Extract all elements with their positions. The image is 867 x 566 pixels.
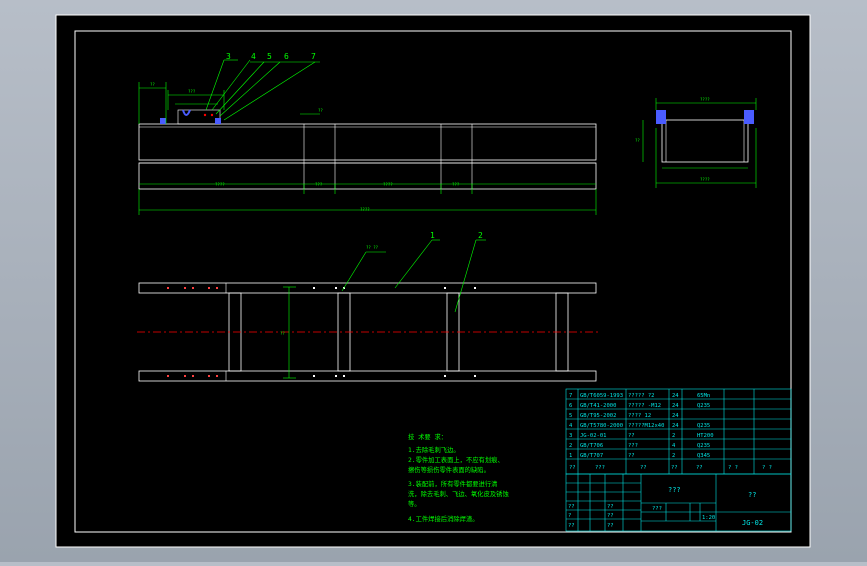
dim-text: ???? — [700, 97, 710, 102]
front-view: ?? ?? ?? 1 2 — [137, 231, 600, 382]
bom-cell: 2 — [672, 433, 675, 439]
bom-header: ? ? — [762, 465, 772, 471]
dim-text: ??? — [315, 182, 323, 187]
balloon-label: 6 — [284, 52, 289, 61]
bom-cell: ?? — [628, 433, 635, 439]
unit-text: ?? — [748, 491, 756, 499]
dim-text: ??? — [452, 182, 460, 187]
bom-cell: Q235 — [697, 403, 710, 409]
leader-note: ?? ?? — [366, 245, 379, 250]
title-label: ?? — [607, 523, 614, 529]
bom-cell: ??? — [628, 443, 638, 449]
title-label: ?? — [607, 504, 614, 510]
bom-cell: GB/T6059-1993 — [580, 393, 623, 399]
dim-text: ?? — [318, 108, 323, 113]
top-view: ?? ??? ?? ???? ??? ???? ??? ???? 3 4 5 6… — [138, 52, 597, 215]
bom-cell: ????? ?2 — [628, 393, 655, 399]
title-text: ??? — [668, 486, 681, 494]
bolt-icon — [160, 118, 166, 124]
drawing-number: JG-02 — [742, 519, 763, 527]
bom-cell: 5 — [569, 413, 572, 419]
dim-text: ???? — [215, 182, 225, 187]
bearing-icon — [182, 109, 191, 116]
drawing-sheet — [55, 14, 811, 548]
bom-header: ??? — [595, 465, 605, 471]
note-line: 洗，除去毛刺、飞边、氧化皮及锈蚀 — [408, 489, 509, 498]
title-label: ?? — [568, 504, 575, 510]
bom-header: ? ? — [728, 465, 738, 471]
bom-cell: 7 — [569, 393, 572, 399]
side-view: ???? ???? ?? — [635, 97, 757, 188]
bom-cell: GB/T41-2000 — [580, 403, 616, 409]
bom-header: ?? — [569, 465, 576, 471]
bom-cell: 65Mn — [697, 393, 710, 399]
balloon-label: 3 — [226, 52, 231, 61]
dim-text: ?? — [280, 331, 285, 336]
bom-cell: JG-02-01 — [580, 433, 607, 439]
note-line: 擦伤等损伤零件表面的缺陷。 — [408, 465, 490, 474]
bom-cell: ?????M12x40 — [628, 423, 664, 429]
balloon-label: 4 — [251, 52, 256, 61]
bolt-icon — [744, 110, 754, 124]
bom-cell: GB/T706 — [580, 443, 603, 449]
note-line: 1.去除毛刺飞边。 — [408, 445, 460, 454]
title-block: ?? ? ?? ?? ?? ?? ??? 1:20 ??? ?? JG-02 — [565, 473, 792, 532]
bom-cell: ?? — [628, 453, 635, 459]
bom-cell: GB/T95-2002 — [580, 413, 616, 419]
bolt-icon — [215, 118, 221, 124]
note-line: 3.装配前，所有零件都要进行清 — [408, 479, 497, 488]
bom-header: ?? — [671, 465, 678, 471]
dim-text: ??? — [188, 89, 196, 94]
bom-cell: 4 — [672, 443, 676, 449]
title-label: ? — [568, 513, 571, 519]
bom-cell: GB/T707 — [580, 453, 603, 459]
technical-notes: 技 术要 求： 1.去除毛刺飞边。 2.零件加工表面上，不应有划痕、 擦伤等损伤… — [408, 432, 509, 523]
balloon-label: 5 — [267, 52, 272, 61]
inner-frame — [74, 30, 792, 533]
title-label: ?? — [607, 513, 614, 519]
bolt-icon — [656, 110, 666, 124]
scale-text: 1:20 — [702, 515, 715, 521]
bom-cell: 6 — [569, 403, 572, 409]
dim-text: ?? — [635, 138, 640, 143]
bom-cell: 1 — [569, 453, 572, 459]
bom-cell: 24 — [672, 413, 679, 419]
note-line: 等。 — [408, 499, 421, 508]
bom-table: 7 GB/T6059-1993 ????? ?2 24 65Mn 6 GB/T4… — [565, 388, 792, 475]
bom-cell: 4 — [569, 423, 573, 429]
bom-cell: Q235 — [697, 423, 710, 429]
title-label: ?? — [568, 523, 575, 529]
bom-cell: ???? 12 — [628, 413, 651, 419]
bom-header: ?? — [640, 465, 647, 471]
balloon-label: 1 — [430, 231, 435, 240]
dim-text: ???? — [700, 177, 710, 182]
bom-cell: 2 — [672, 453, 675, 459]
note-line: 2.零件加工表面上，不应有划痕、 — [408, 455, 504, 464]
bom-cell: Q235 — [697, 443, 710, 449]
dim-text: ???? — [383, 182, 393, 187]
bom-cell: ????? -M12 — [628, 403, 661, 409]
note-line: 4.工件焊接后消除焊渣。 — [408, 514, 479, 523]
dim-text: ???? — [360, 207, 370, 212]
balloon-label: 7 — [311, 52, 316, 61]
bom-cell: 24 — [672, 393, 679, 399]
sheet-text: ??? — [652, 506, 662, 512]
bom-cell: GB/T5780-2000 — [580, 423, 623, 429]
bom-cell: 2 — [569, 443, 572, 449]
bom-cell: 24 — [672, 423, 679, 429]
bom-cell: Q345 — [697, 453, 710, 459]
dim-text: ?? — [150, 82, 155, 87]
bom-cell: HT200 — [697, 433, 714, 439]
balloon-label: 2 — [478, 231, 483, 240]
bom-cell: 24 — [672, 403, 679, 409]
bom-header: ?? — [696, 465, 703, 471]
bom-cell: 3 — [569, 433, 572, 439]
notes-title: 技 术要 求： — [408, 432, 447, 441]
